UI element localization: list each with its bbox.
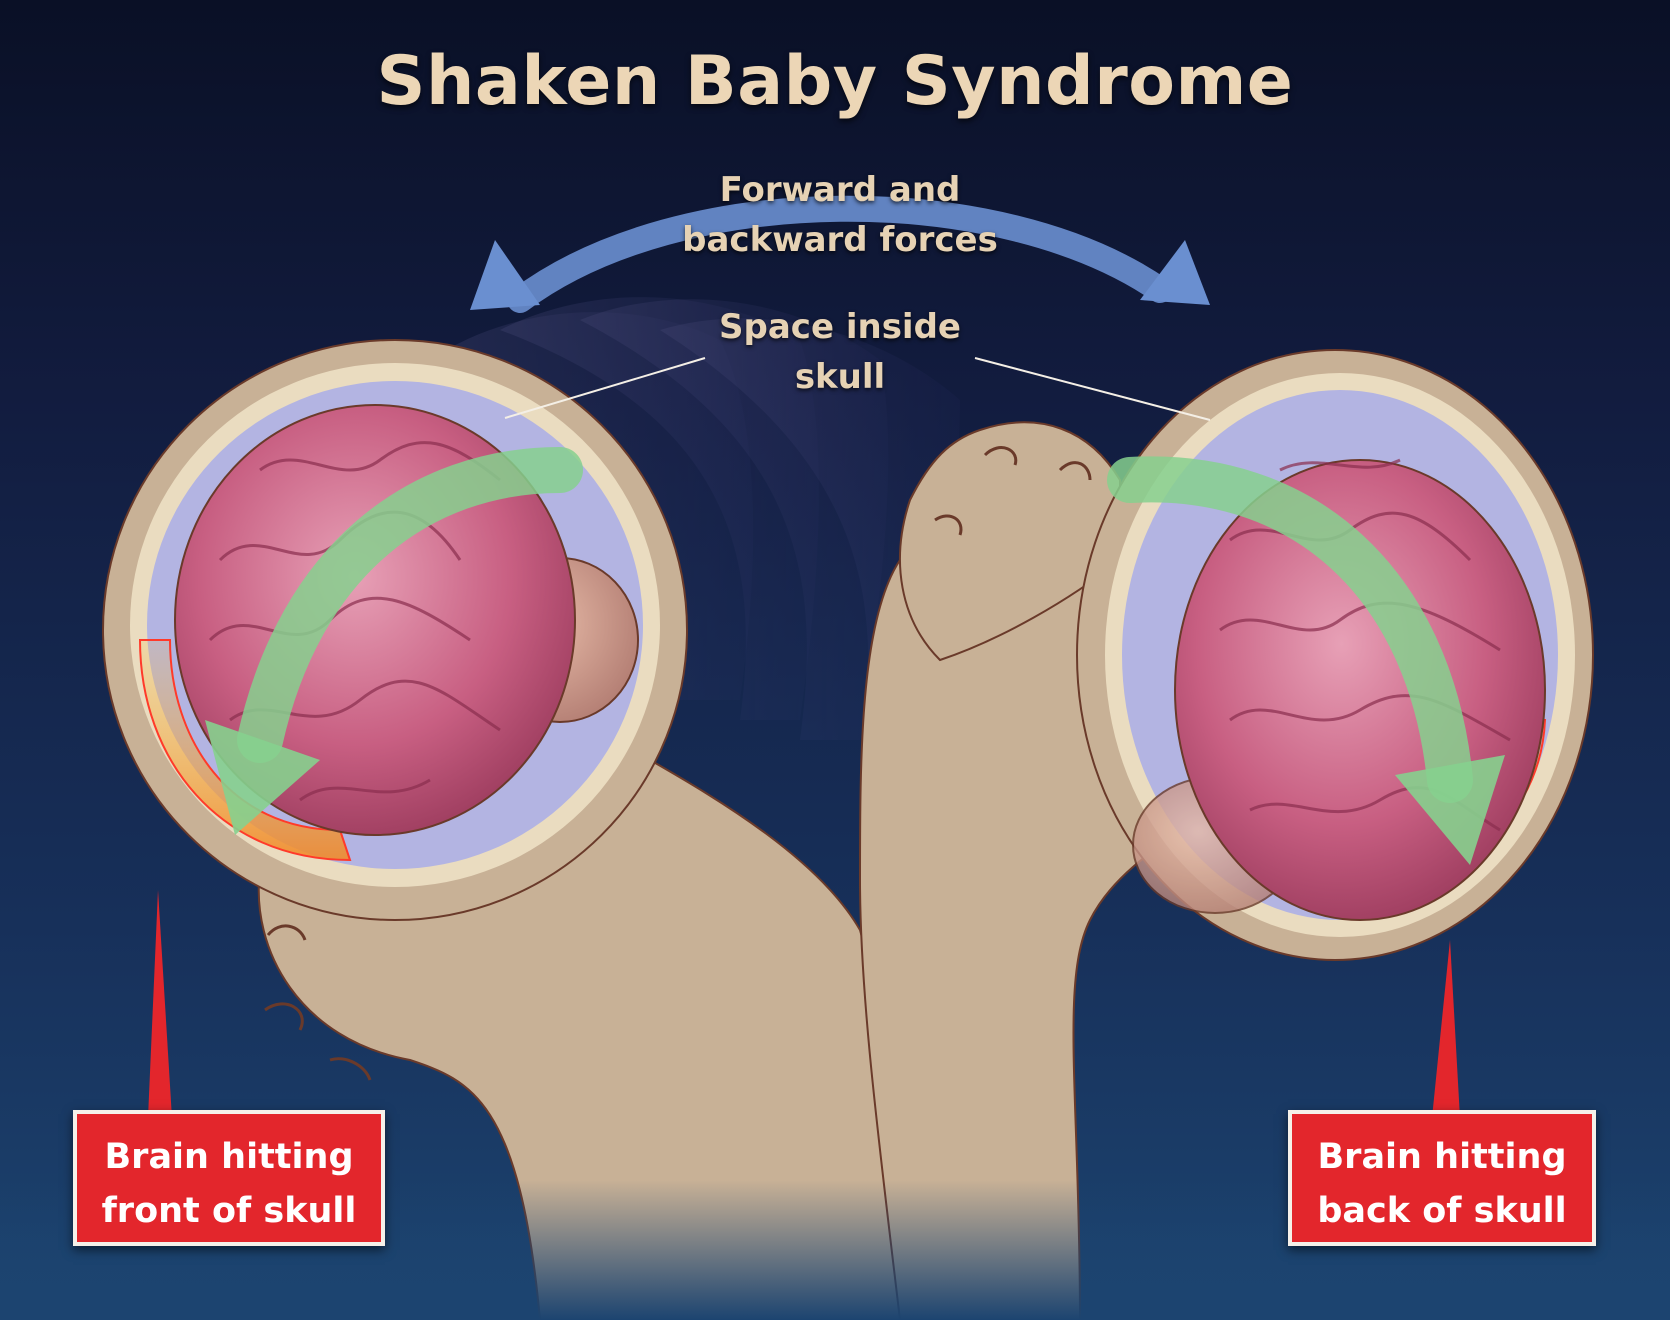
callout-front-of-skull: Brain hitting front of skull <box>73 1110 385 1246</box>
label-space-inside-skull: Space inside skull <box>660 302 1020 402</box>
pointer-back <box>1432 940 1460 1118</box>
arrowhead-left <box>470 240 540 310</box>
leader-line-right <box>974 357 1211 421</box>
infant-head-forward <box>102 339 902 1320</box>
eye-right <box>1058 461 1092 481</box>
eye-left <box>266 924 307 941</box>
green-arrowhead-right <box>1395 755 1505 865</box>
mouth-left <box>329 1057 372 1081</box>
nose-left <box>264 1002 304 1031</box>
nose-right <box>983 446 1018 466</box>
mouth-right <box>934 514 963 536</box>
label-line: skull <box>794 357 886 397</box>
callout-line: back of skull <box>1317 1191 1567 1231</box>
callout-line: front of skull <box>101 1191 357 1231</box>
label-line: backward forces <box>682 220 998 260</box>
diagram-title: Shaken Baby Syndrome <box>376 42 1294 121</box>
forward-backward-arrow <box>470 195 1210 313</box>
callout-line: Brain hitting <box>104 1137 354 1177</box>
callout-line: Brain hitting <box>1317 1137 1567 1177</box>
label-line: Space inside <box>719 307 961 347</box>
callout-back-of-skull: Brain hitting back of skull <box>1288 1110 1596 1246</box>
infant-head-backward <box>858 349 1594 1320</box>
arrowhead-right <box>1140 240 1210 305</box>
leader-line-left <box>504 357 706 419</box>
label-line: Forward and <box>719 170 961 210</box>
label-forward-backward-forces: Forward and backward forces <box>620 165 1060 265</box>
pointer-front <box>148 890 172 1118</box>
green-arrowhead-left <box>205 720 320 835</box>
